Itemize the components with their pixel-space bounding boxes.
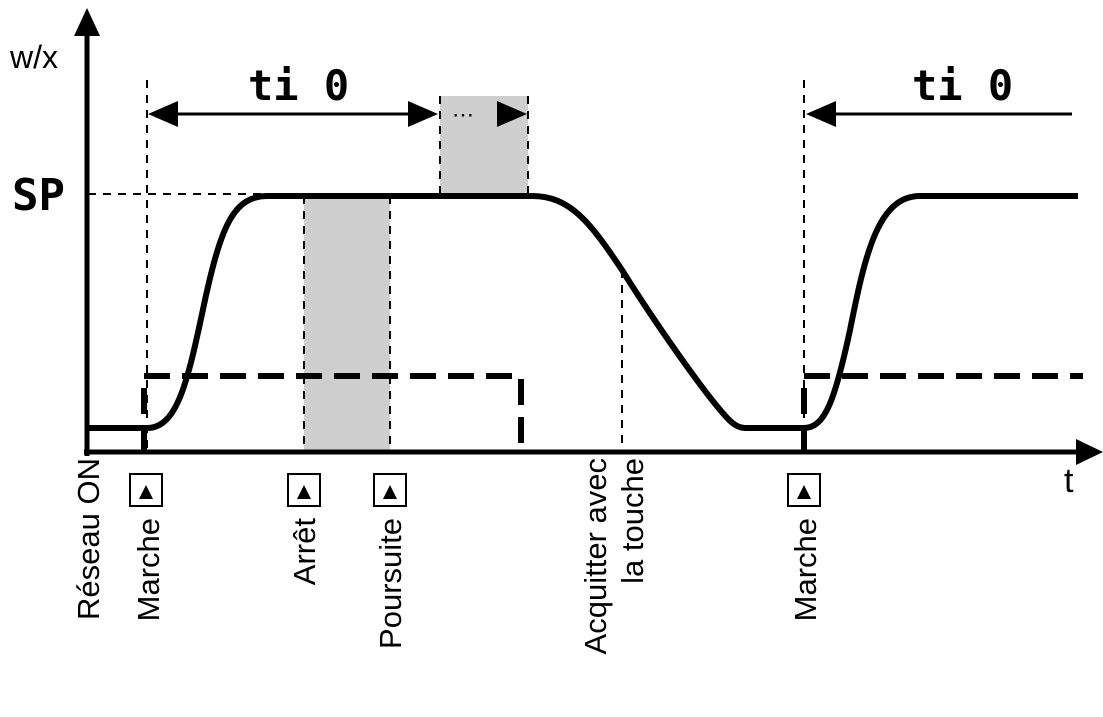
key-symbol-poursuite: ▲ xyxy=(378,478,402,505)
event-label-resume: Poursuite xyxy=(373,518,408,649)
y-axis-arrowhead xyxy=(74,8,100,36)
event-label-start-2: Marche xyxy=(788,518,823,621)
key-symbol-marche-1: ▲ xyxy=(134,478,158,505)
key-box-arret: ▲ xyxy=(287,473,321,507)
timer-label-1: ti 0 xyxy=(248,61,349,110)
pause-shaded-interval xyxy=(304,196,390,452)
event-label-power-on: Réseau ON xyxy=(71,458,106,620)
guide-lines xyxy=(88,80,805,452)
axes xyxy=(84,32,1082,456)
setpoint-label: SP xyxy=(12,170,65,221)
event-label-stop: Arrêt xyxy=(287,518,322,586)
key-box-marche-2: ▲ xyxy=(787,473,821,507)
event-label-start-1: Marche xyxy=(131,518,166,621)
x-axis-label: t xyxy=(1064,462,1074,500)
event-label-acknowledge-line1: Acquitter avec xyxy=(578,458,613,654)
extension-arrow-head xyxy=(497,101,527,127)
event-label-acknowledge-line2: la touche xyxy=(615,458,650,584)
timer-label-2: ti 0 xyxy=(912,61,1013,110)
x-axis-arrowhead xyxy=(1076,439,1103,465)
extension-dots: ⋯ xyxy=(452,102,474,127)
key-box-marche-1: ▲ xyxy=(129,473,163,507)
y-axis-label: w/x xyxy=(9,39,58,75)
control-output-signal xyxy=(141,373,1083,452)
timer-arrow-1-left-head xyxy=(148,101,178,127)
timer-arrow-2-left-head xyxy=(806,101,836,127)
process-value-curve xyxy=(87,193,1078,431)
key-box-poursuite: ▲ xyxy=(373,473,407,507)
key-symbol-marche-2: ▲ xyxy=(792,478,816,505)
key-symbol-arret: ▲ xyxy=(292,478,316,505)
timer-arrow-1-right-head xyxy=(408,101,438,127)
